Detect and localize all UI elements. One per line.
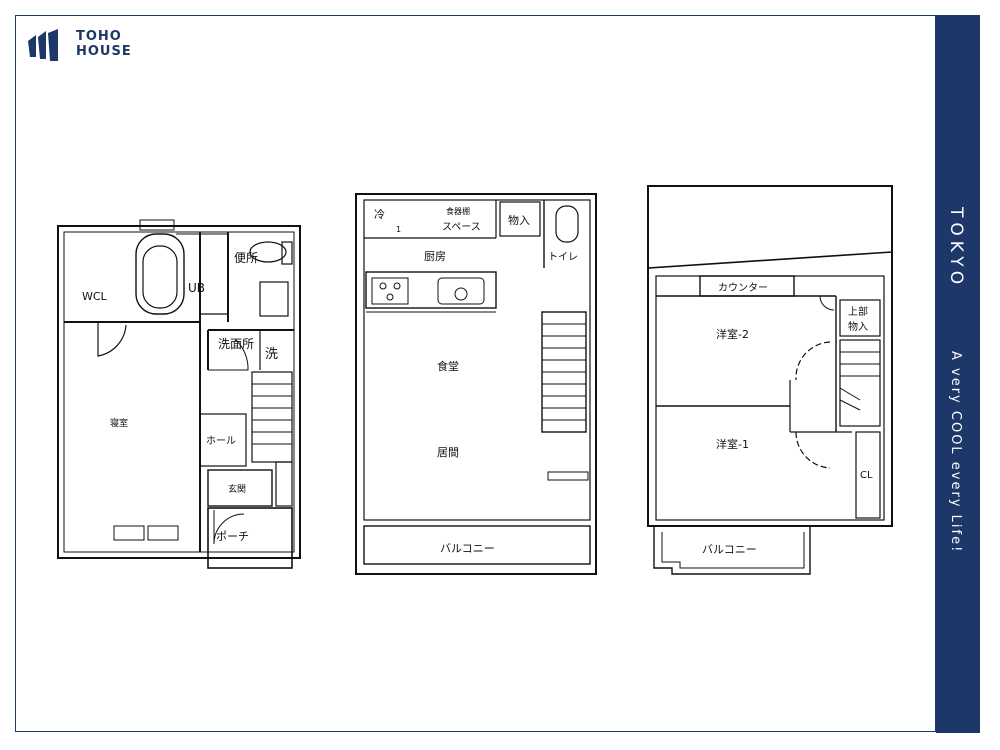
brand-logo: TOHO HOUSE [26,27,156,63]
floor2-balcony-label: バルコニー [440,542,495,555]
floor2-kitchen-label: 厨房 [424,250,446,263]
floor3-closet-label: CL [860,470,873,481]
brand-line2: HOUSE [76,44,132,59]
floor3-room2-label: 洋室-2 [716,327,749,341]
floor2-toilet-label: トイレ [548,252,578,263]
floor1-bedroom-label: 寝室 [110,417,128,429]
floor2-pantry-label-2: スペース [442,222,481,233]
floor2-dining-label: 食堂 [437,359,459,373]
floor1-porch-label: ポーチ [216,530,249,543]
floor2-plan [355,193,597,575]
sidebar: TOKYO A very COOL every Life! [936,15,980,733]
floor3-counter-label: カウンター [718,282,768,294]
floor-plans: WCL UB 便所 洗面所 洗 寝室 ホール 玄関 ポーチ 冷 1 食器棚 スペ… [57,185,893,575]
floor1-hall-label: ホール [206,435,236,447]
floor2-living-label: 居間 [437,446,459,459]
floor3-room1-label: 洋室-1 [716,437,749,451]
floor1-washroom-label: 洗面所 [218,337,254,351]
brand-name: TOHO HOUSE [76,29,132,59]
floor1-toilet-label: 便所 [234,251,258,265]
floor3-balcony-label: バルコニー [702,543,757,556]
floor2-mark-label: 1 [396,225,401,234]
floor1-plan [57,219,301,569]
sidebar-tagline: A very COOL every Life! [948,351,963,554]
floor3-upper-storage-label-1: 上部 [848,305,868,318]
floor1-ub-label: UB [188,281,205,295]
floor3-plan [647,185,893,575]
floor2-storage-label: 物入 [508,213,530,227]
floor1-wcl-label: WCL [82,290,108,303]
brand-line1: TOHO [76,29,122,44]
floor2-pantry-label-1: 食器棚 [446,206,470,216]
floor1-entrance-label: 玄関 [228,483,246,495]
brand-mark-icon [28,29,58,61]
page-frame [15,15,936,732]
sidebar-city: TOKYO [946,207,966,290]
floor3-upper-storage-label-2: 物入 [848,320,868,333]
floor2-fridge-label: 冷 [374,208,385,221]
floor1-wash-label: 洗 [265,347,278,362]
